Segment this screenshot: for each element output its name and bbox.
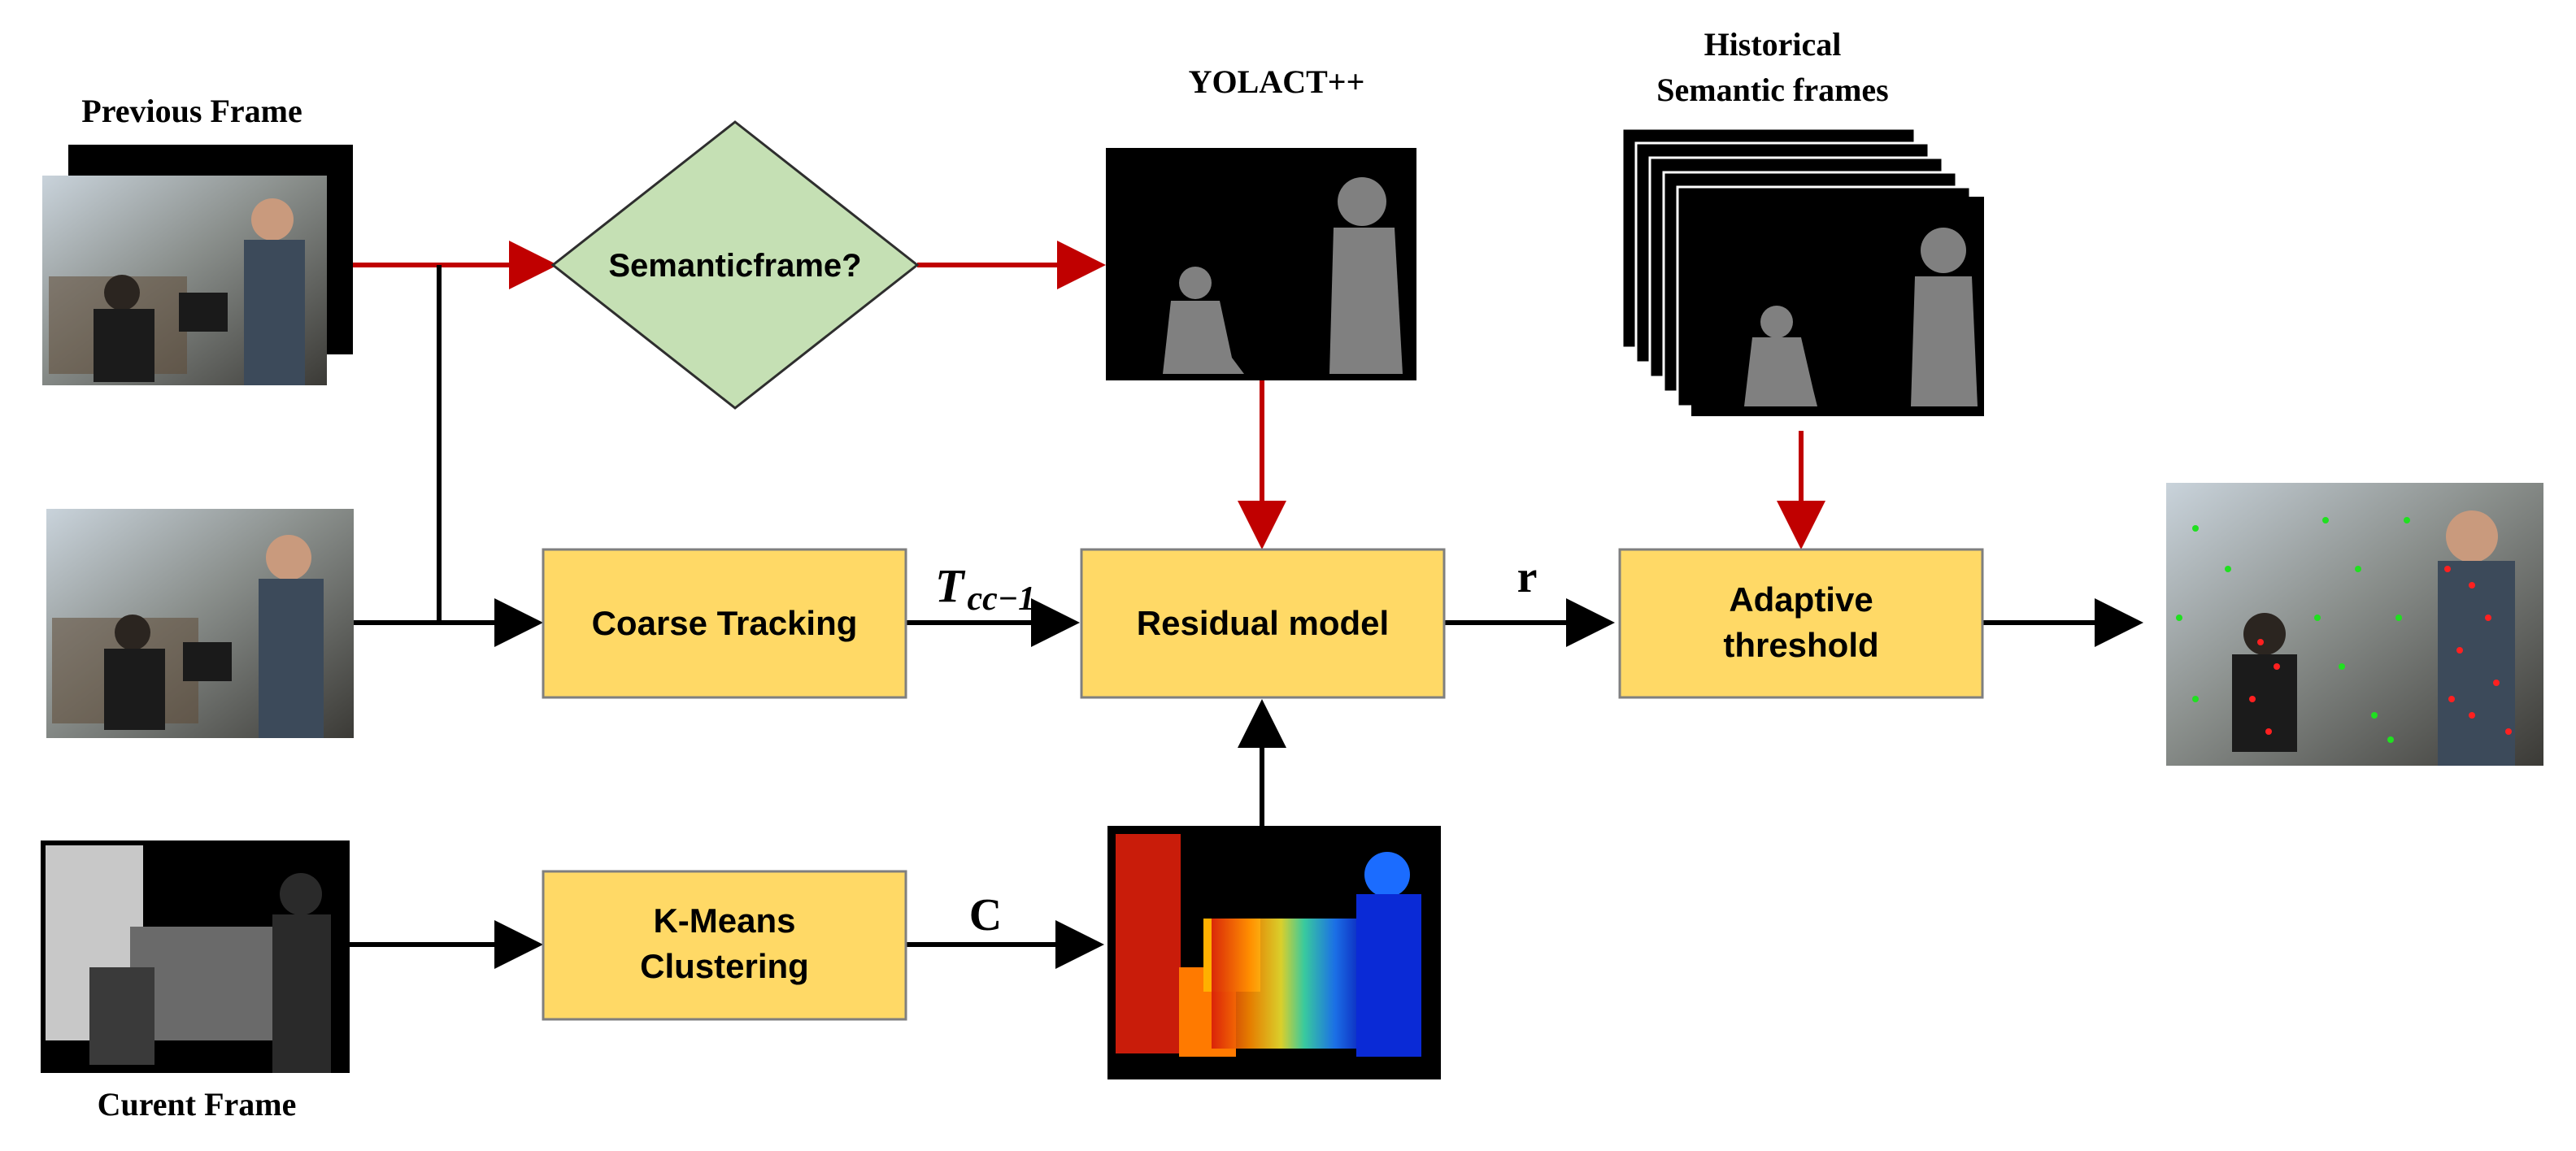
- kmeans-label-line2: Clustering: [640, 947, 809, 985]
- kmeans-label-line1: K-Means: [653, 901, 795, 940]
- coarse-tracking-label: Coarse Tracking: [592, 604, 858, 642]
- current-frame-caption: Curent Frame: [98, 1086, 297, 1123]
- previous-frame-caption: Previous Frame: [81, 93, 302, 129]
- kmeans-clustering-box: [542, 870, 907, 1021]
- residual-model-box: [1080, 548, 1446, 699]
- adaptive-threshold-box: [1618, 548, 1984, 699]
- historical-semantic-frames-image: [1621, 127, 1984, 416]
- yolact-caption: YOLACT++: [1189, 63, 1365, 100]
- semantic-frame-decision-label: Semanticframe?: [608, 248, 861, 284]
- cluster-edge-label: C: [969, 890, 1002, 940]
- residual-edge-label: r: [1517, 552, 1538, 602]
- residual-model-label: Residual model: [1137, 604, 1389, 642]
- coarse-tracking-box: [542, 548, 907, 699]
- yolact-mask-image: [1106, 148, 1416, 380]
- historical-caption-line1: Historical: [1704, 26, 1842, 63]
- current-frame-depth-image: [41, 840, 350, 1073]
- kmeans-cluster-image: [1107, 826, 1441, 1079]
- output-keypoints-image: [2166, 483, 2543, 766]
- previous-frame-image: [42, 145, 353, 385]
- adaptive-threshold-label-line1: Adaptive: [1729, 580, 1873, 619]
- current-frame-rgb-image: [46, 509, 354, 738]
- semantic-frame-decision: [550, 120, 920, 410]
- historical-caption-line2: Semantic frames: [1656, 72, 1888, 108]
- transform-symbol: T: [935, 559, 966, 612]
- transform-subscript: cc−1: [967, 580, 1035, 618]
- transform-edge-label: Tcc−1: [935, 559, 1035, 618]
- adaptive-threshold-label-line2: threshold: [1723, 626, 1878, 664]
